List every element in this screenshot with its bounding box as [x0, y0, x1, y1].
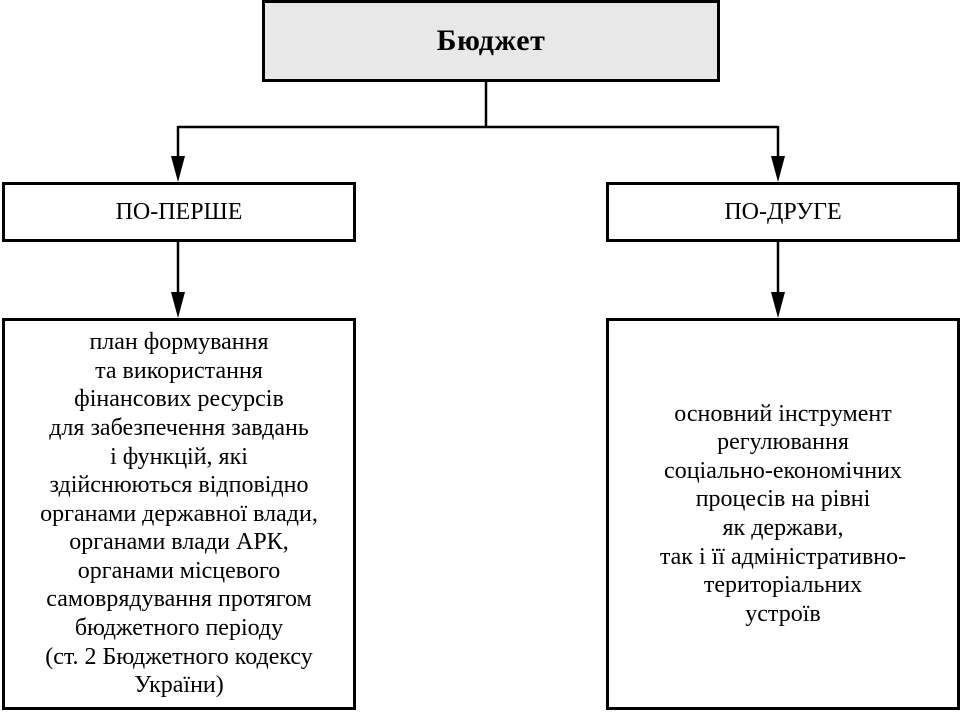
arrowhead-right-heading [771, 156, 785, 182]
description-line: самоврядування протягом [46, 586, 312, 613]
description-line: і функцій, які [110, 443, 248, 470]
description-line: як держави, [722, 515, 844, 541]
description-line: територіальних [703, 572, 863, 599]
description-line: України) [134, 672, 224, 699]
description-line: план формування [89, 329, 269, 356]
description-line: фінансових ресурсів [74, 386, 284, 413]
arrowhead-left-desc [171, 292, 185, 318]
branch-heading-second-label: ПО-ДРУГЕ [724, 198, 842, 225]
description-line: органами державної влади, [40, 500, 318, 527]
branch-heading-first-label: ПО-ПЕРШЕ [115, 198, 243, 225]
description-line: (ст. 2 Бюджетного кодексу [45, 643, 313, 670]
description-line: бюджетного періоду [74, 615, 284, 642]
description-line: органами влади АРК, [69, 529, 289, 556]
description-first-text: план формування та використання фінансов… [40, 328, 318, 700]
description-line: устроїв [745, 600, 821, 627]
description-line: органами місцевого [77, 557, 281, 584]
description-line: та використання [95, 357, 263, 384]
description-line: основний інструмент [674, 400, 892, 427]
arrowhead-right-desc [771, 292, 785, 318]
branch-heading-second: ПО-ДРУГЕ [606, 182, 960, 242]
description-line: регулювання [717, 429, 849, 456]
description-line: соціально-економічних [664, 457, 902, 484]
description-line: процесів на рівні [695, 486, 871, 513]
description-line: так і її адміністративно- [659, 543, 907, 570]
branch-heading-first: ПО-ПЕРШЕ [2, 182, 356, 242]
arrowhead-left-heading [171, 156, 185, 182]
description-line: здійснюються відповідно [49, 472, 309, 499]
branch-description-second: основний інструмент регулювання соціальн… [606, 318, 960, 710]
description-second-text: основний інструмент регулювання соціальн… [660, 400, 906, 629]
description-line: для забезпечення завдань [49, 414, 309, 441]
root-title: Бюджет [436, 24, 546, 57]
root-node-budget: Бюджет [262, 0, 720, 82]
branch-description-first: план формування та використання фінансов… [2, 318, 356, 710]
